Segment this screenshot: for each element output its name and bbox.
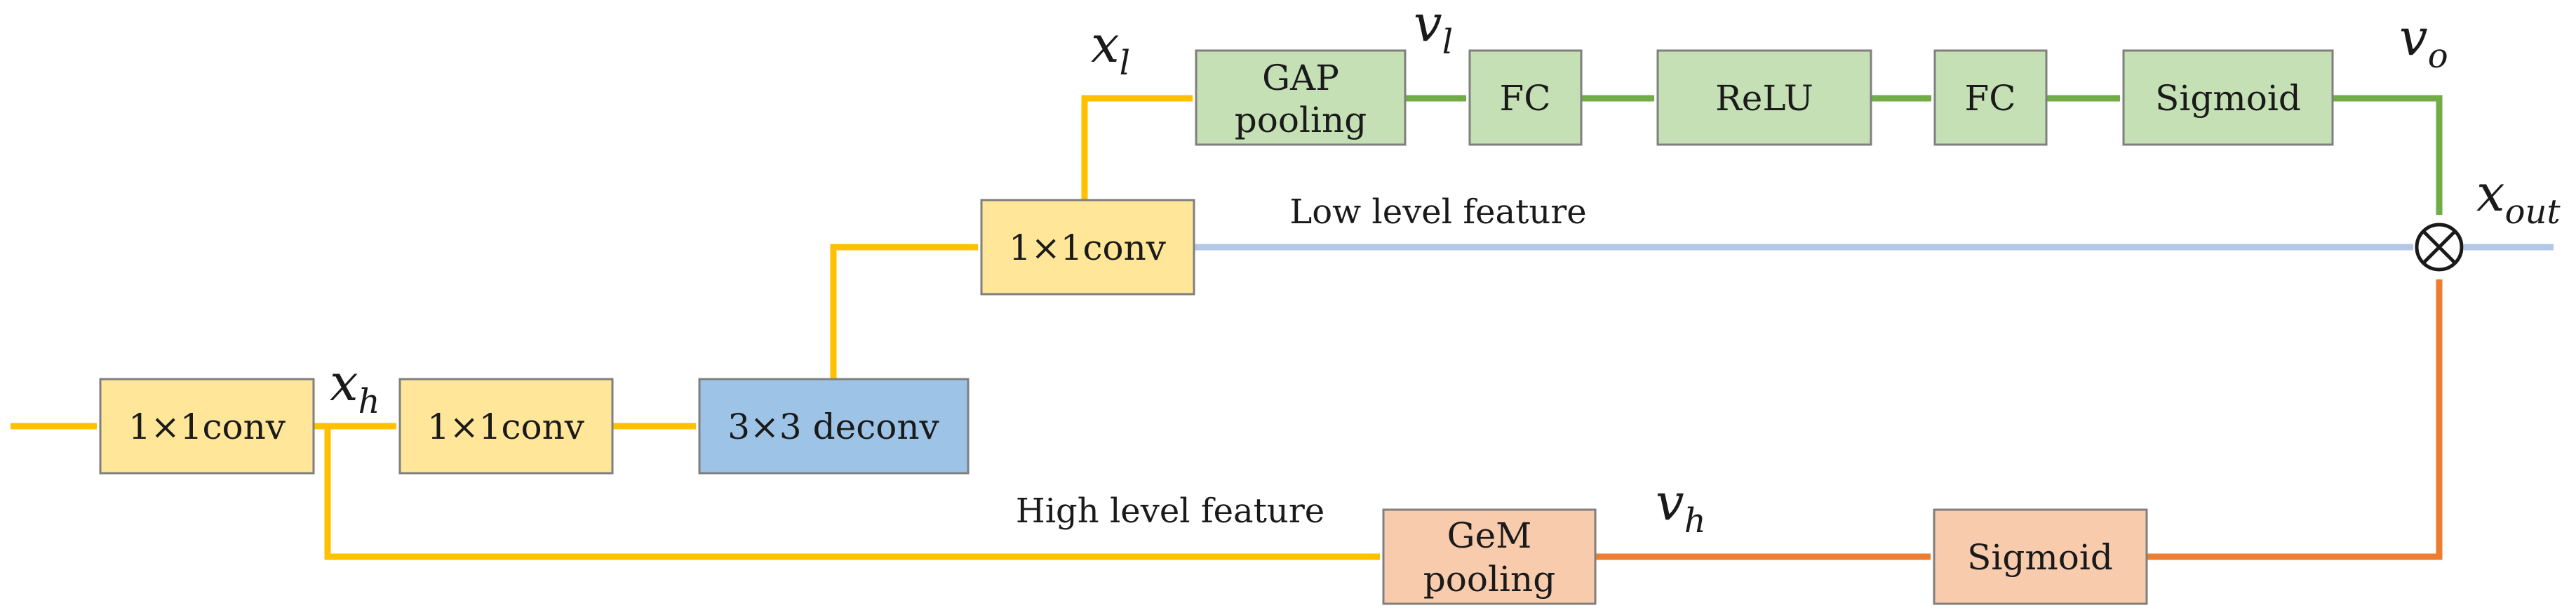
box-gem-pooling: GeM pooling	[1382, 508, 1597, 605]
box-conv1-label: 1×1conv	[128, 406, 286, 447]
box-fc1-label: FC	[1500, 78, 1551, 119]
box-gap-label-line2: pooling	[1235, 100, 1367, 140]
box-sigmoid-top-label: Sigmoid	[2155, 78, 2301, 119]
box-conv3-label: 1×1conv	[1009, 227, 1167, 268]
box-fc2-label: FC	[1965, 78, 2016, 119]
box-sigmoid-top: Sigmoid	[2122, 49, 2334, 146]
var-v-o: vo	[2399, 8, 2448, 76]
box-conv2: 1×1conv	[398, 378, 614, 475]
box-relu: ReLU	[1656, 49, 1872, 146]
var-v-h: vh	[1656, 472, 1706, 541]
box-conv2-label: 1×1conv	[427, 406, 585, 447]
box-sigmoid-bottom-label: Sigmoid	[1967, 537, 2113, 578]
high-level-feature-label: High level feature	[1016, 491, 1324, 531]
box-conv1: 1×1conv	[99, 378, 315, 475]
arrow-deconv-to-conv3	[830, 244, 979, 379]
box-deconv: 3×3 deconv	[698, 378, 970, 475]
var-x-h: xh	[330, 353, 380, 421]
box-fc2: FC	[1933, 49, 2048, 146]
arrow-conv3-to-gap	[1081, 95, 1193, 200]
box-gap-label-line1: GAP	[1262, 58, 1339, 98]
var-v-l: vl	[1414, 0, 1453, 62]
low-level-feature-label: Low level feature	[1289, 192, 1586, 232]
box-gap-pooling: GAP pooling	[1195, 49, 1407, 146]
var-x-out: xout	[2476, 164, 2561, 232]
arrow-highlevel-to-gem	[324, 426, 1381, 560]
box-gem-label-line1: GeM	[1447, 515, 1532, 556]
box-relu-label: ReLU	[1715, 78, 1813, 119]
box-fc1: FC	[1468, 49, 1583, 146]
var-x-l: xl	[1091, 15, 1130, 83]
arrow-sigmoid-to-multiply	[2333, 95, 2443, 216]
box-gem-label-line2: pooling	[1423, 559, 1555, 600]
box-deconv-label: 3×3 deconv	[727, 406, 939, 447]
multiply-circle-icon	[2415, 223, 2464, 272]
arrow-sigmoid-to-multiply-bottom	[2147, 279, 2443, 560]
box-sigmoid-bottom: Sigmoid	[1933, 508, 2148, 605]
box-conv3: 1×1conv	[980, 199, 1195, 296]
